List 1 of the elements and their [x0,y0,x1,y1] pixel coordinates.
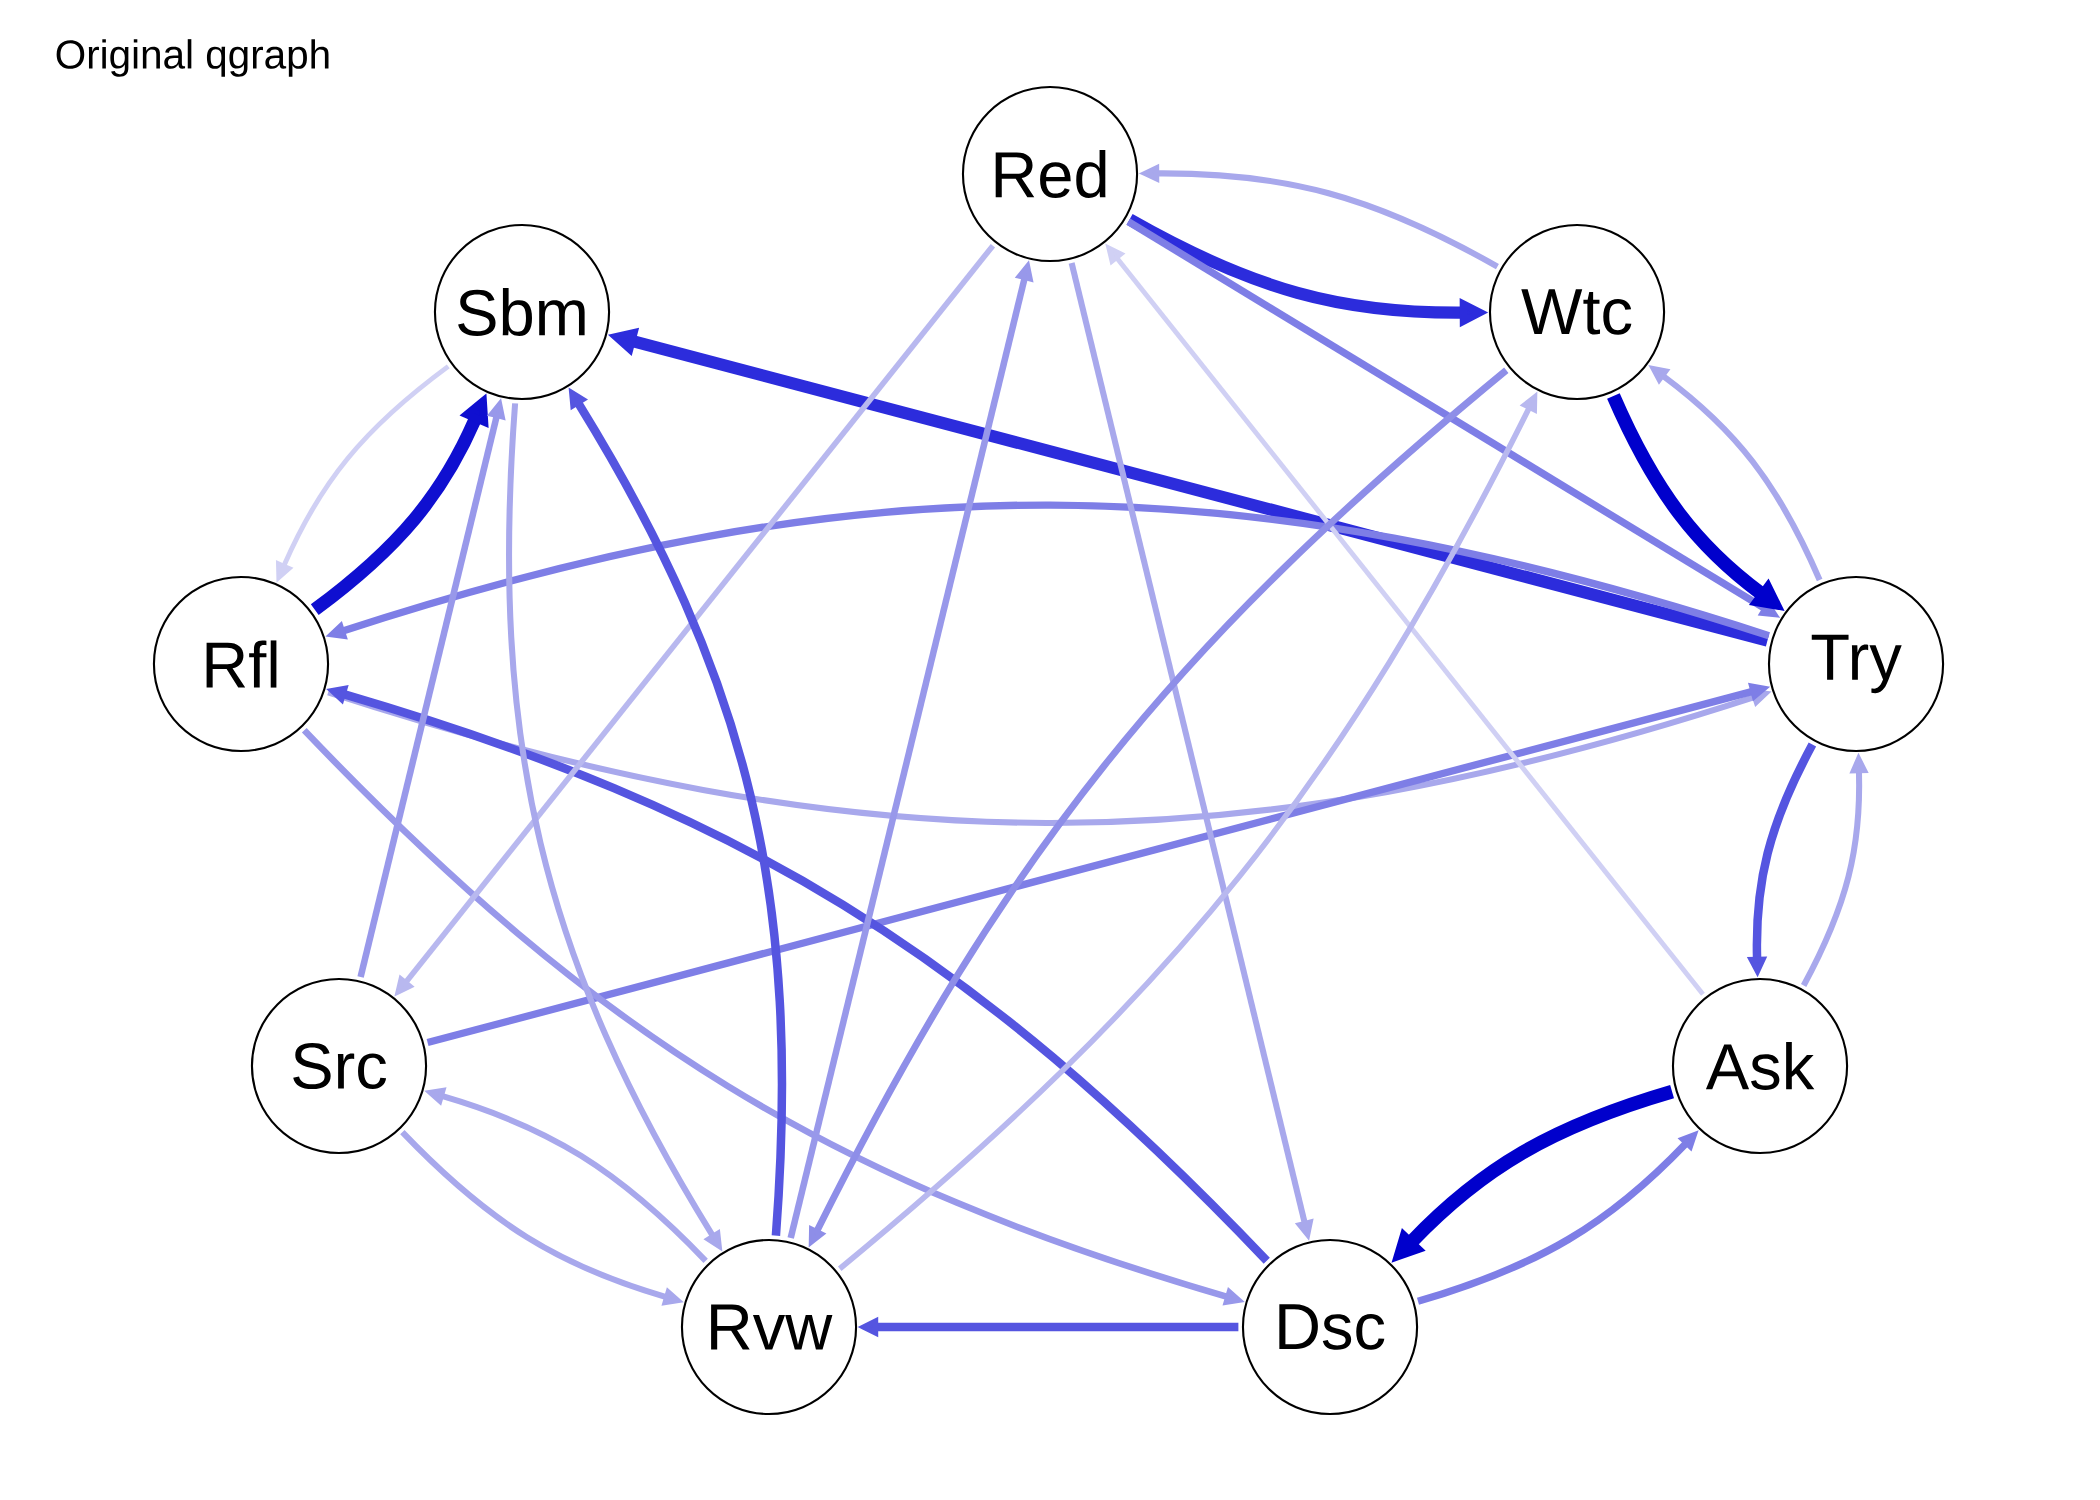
title: Original qgraph [56,39,329,77]
